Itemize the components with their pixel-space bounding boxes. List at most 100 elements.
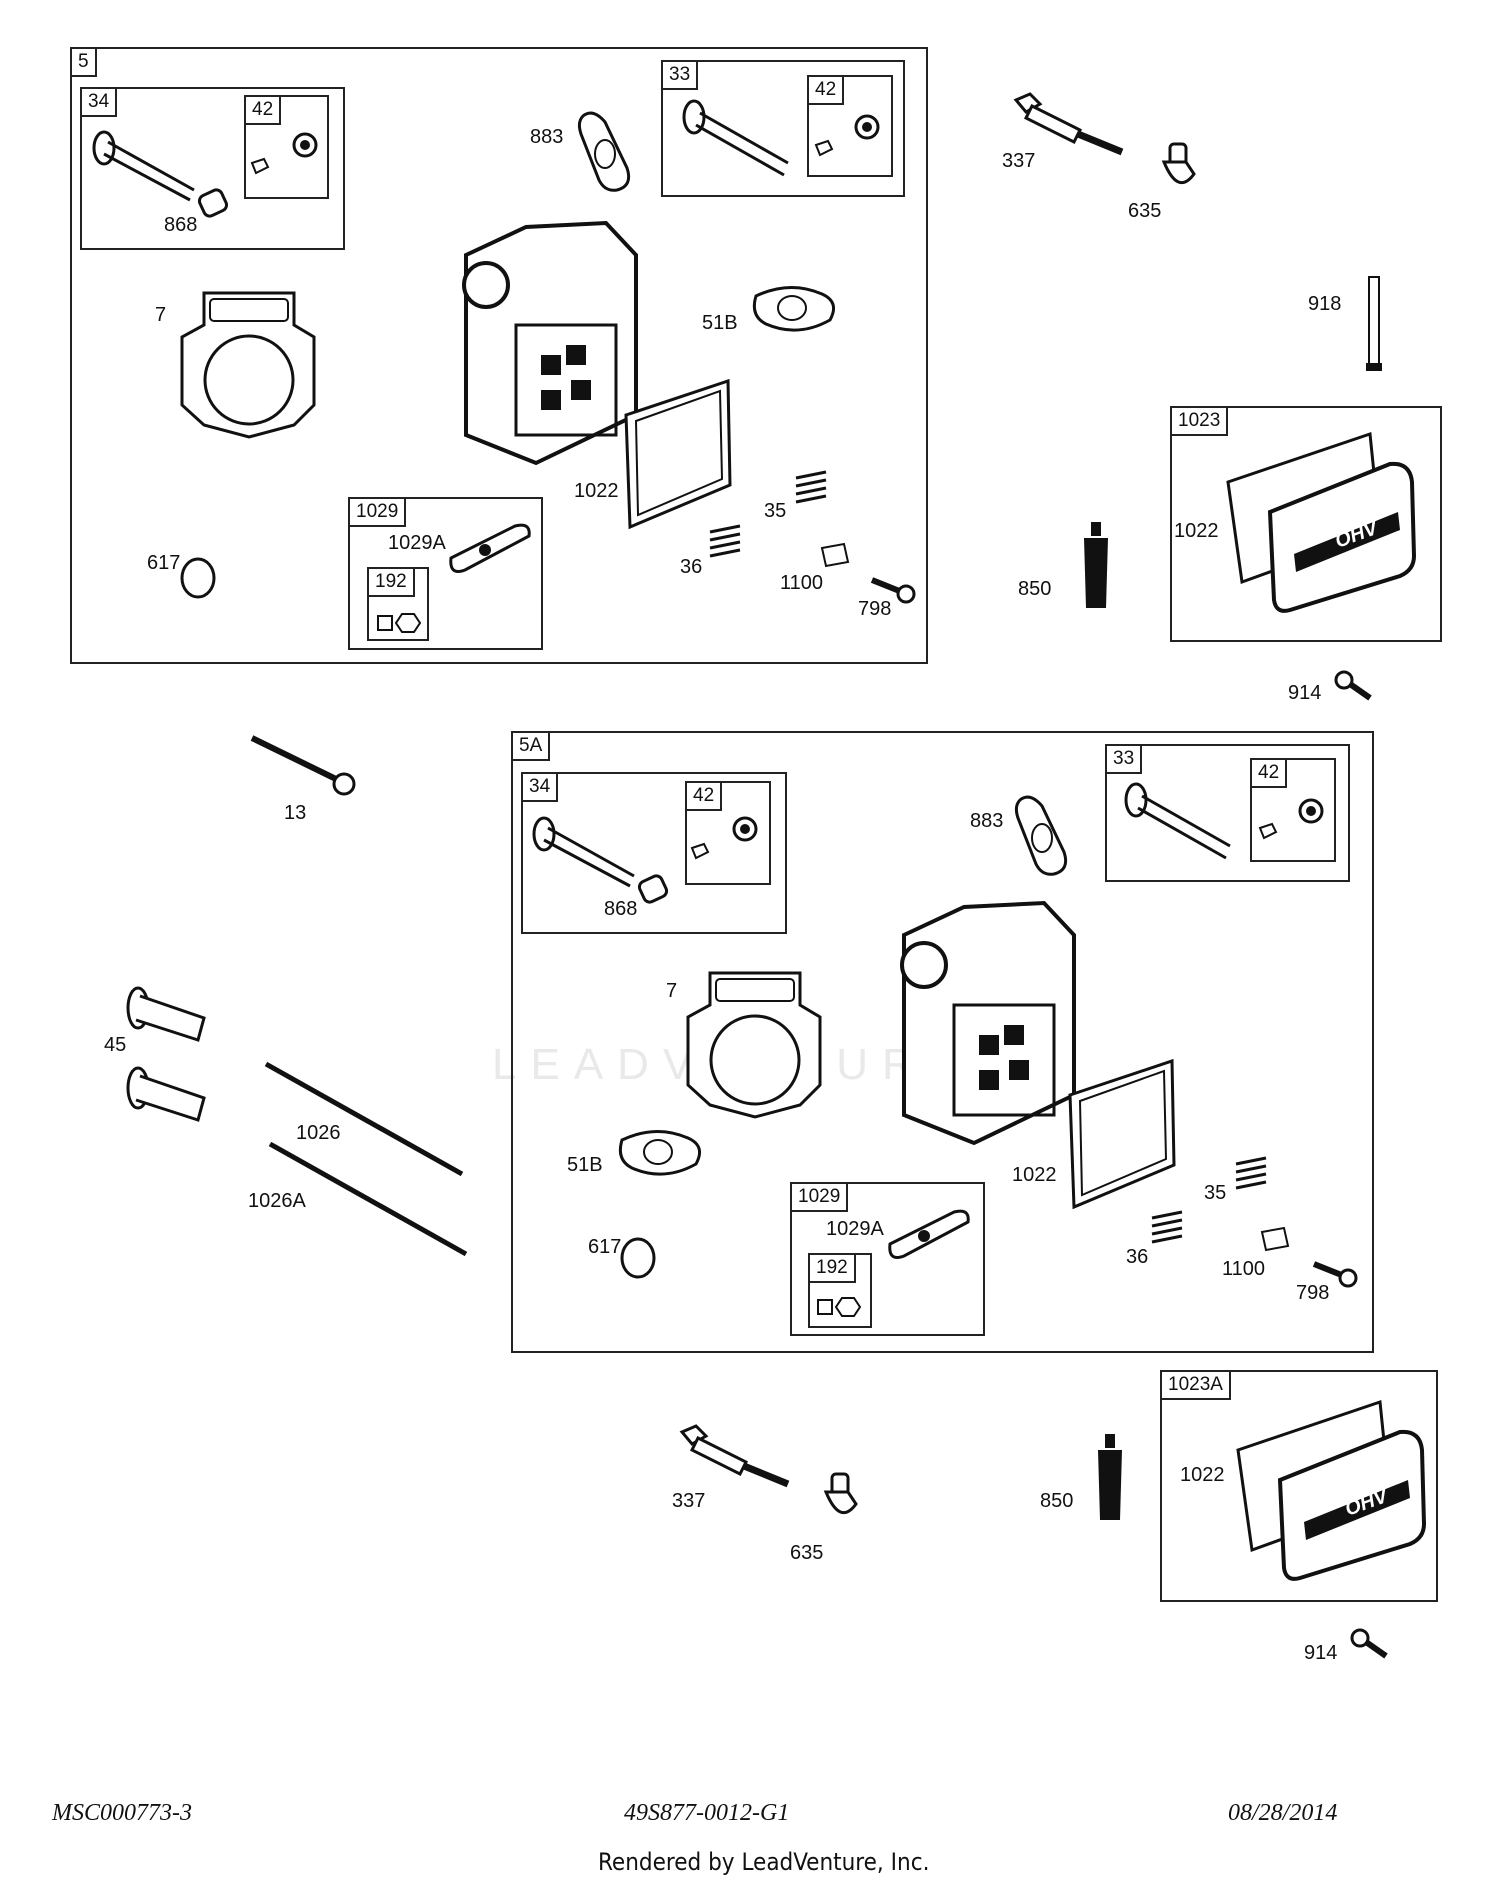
exhaust-gasket-icon [577,111,631,192]
label-635-bottom: 635 [790,1542,824,1564]
kit-5a-1029-tag: 1029 [790,1182,849,1212]
kit-5-192-tag: 192 [367,567,415,597]
kit-5a-42b-tag: 42 [1250,758,1288,788]
head-gasket-icon [180,291,316,439]
kit-5a-33-tag: 33 [1105,744,1143,774]
exhaust-gasket-icon [1014,795,1068,876]
valve-keeper-icon [250,157,270,175]
kit-5a-tag: 5A [511,731,551,761]
kit-5-42b-tag: 42 [807,75,845,105]
kit-1023-tag: 1023 [1170,406,1229,436]
label-798: 798 [858,598,892,620]
label-35: 35 [764,500,787,522]
bolt-icon [1350,1628,1388,1659]
label-914-bottom: 914 [1304,1642,1338,1664]
label-635: 635 [1128,200,1162,222]
rocker-stud-icon [820,542,850,568]
sealant-tube-icon [1098,1434,1122,1520]
sealant-tube-icon [1084,522,1108,608]
kit-5a-192-frame: 192 [808,1253,872,1328]
label-51b: 51B [702,312,738,334]
valve-seal-icon [197,188,229,218]
kit-5-1029-frame: 1029 [348,497,543,650]
label-868: 868 [164,214,198,236]
label-1100: 1100 [780,572,824,594]
label-850: 850 [1018,578,1052,600]
bolt-icon [870,577,916,604]
kit-5a-34-tag: 34 [521,772,559,802]
label-337: 337 [1002,150,1036,172]
kit-5a-frame: 5A [511,731,1374,1353]
kit-5-1029-tag: 1029 [348,497,407,527]
footer-credit: Rendered by LeadVenture, Inc. [598,1848,930,1876]
label-798-5a: 798 [1296,1282,1330,1304]
label-1026: 1026 [296,1122,341,1144]
label-337-bottom: 337 [672,1490,706,1512]
tappet-icon [126,1066,206,1122]
push-rod-icon [264,1061,464,1177]
label-914: 914 [1288,682,1322,704]
adjuster-nut-icon [817,1297,862,1317]
kit-5a-42a-tag: 42 [685,781,723,811]
intake-gasket-icon [618,1129,702,1176]
label-36: 36 [680,556,703,578]
bolt-icon [1312,1261,1358,1288]
kit-5a-34-frame: 34 [521,772,787,934]
kit-1023a-frame: 1023A [1160,1370,1438,1602]
footer-diagram-id: MSC000773-3 [52,1800,192,1826]
bolt-icon [1334,670,1372,701]
spark-plug-boot-icon [1161,142,1196,185]
footer-date: 08/28/2014 [1228,1800,1338,1826]
head-gasket-icon [686,971,822,1119]
kit-1023a-tag: 1023A [1160,1370,1231,1400]
label-45: 45 [104,1034,127,1056]
push-rod-icon [268,1141,468,1257]
label-36-5a: 36 [1126,1246,1149,1268]
intake-gasket-icon [752,285,836,332]
valve-spring-icon [795,470,827,504]
label-7: 7 [155,304,167,326]
valve-keeper-icon [1258,822,1278,840]
label-883-5a: 883 [970,810,1004,832]
valve-keeper-icon [814,139,834,157]
kit-1023-frame: 1023 [1170,406,1442,642]
cover-gasket-icon [624,378,732,530]
label-868-5a: 868 [604,898,638,920]
spark-plug-icon [1013,92,1124,156]
label-13: 13 [284,802,307,824]
valve-spring-icon [1235,1156,1267,1190]
spark-plug-boot-icon [823,1472,858,1515]
label-850-bottom: 850 [1040,1490,1074,1512]
label-1029a: 1029A [388,532,446,554]
head-bolt-icon [250,735,356,796]
label-1026a: 1026A [248,1190,306,1212]
cover-gasket-icon [1068,1058,1176,1210]
rocker-arm-icon [449,523,531,573]
rocker-stud-icon [1260,1226,1290,1252]
kit-5a-42b-frame: 42 [1250,758,1336,862]
kit-5-34-frame: 34 [80,87,345,250]
label-918: 918 [1308,293,1342,315]
label-1022-kit1023: 1022 [1174,520,1219,542]
intake-valve-icon [532,816,635,888]
label-51b-5a: 51B [567,1154,603,1176]
cylinder-head-icon [900,900,1076,1146]
valve-keeper-icon [690,842,710,860]
valve-cover-icon: OHV [1236,1399,1427,1581]
kit-5-33-frame: 33 [661,60,905,197]
kit-5a-42a-frame: 42 [685,781,771,885]
label-1022-kit1023a: 1022 [1180,1464,1225,1486]
tappet-icon [126,986,206,1042]
valve-spring-icon [709,524,741,558]
kit-5a-1029-frame: 1029 [790,1182,985,1336]
label-1022: 1022 [574,480,619,502]
kit-5-42b-frame: 42 [807,75,893,177]
spark-plug-icon [679,1424,790,1488]
valve-seal-icon [637,874,669,904]
rocker-arm-icon [888,1209,970,1259]
valve-cover-icon: OHV [1226,431,1417,613]
adjuster-nut-icon [377,613,422,633]
o-ring-icon [620,1237,656,1279]
valve-retainer-icon [292,132,318,158]
label-7-5a: 7 [666,980,678,1002]
